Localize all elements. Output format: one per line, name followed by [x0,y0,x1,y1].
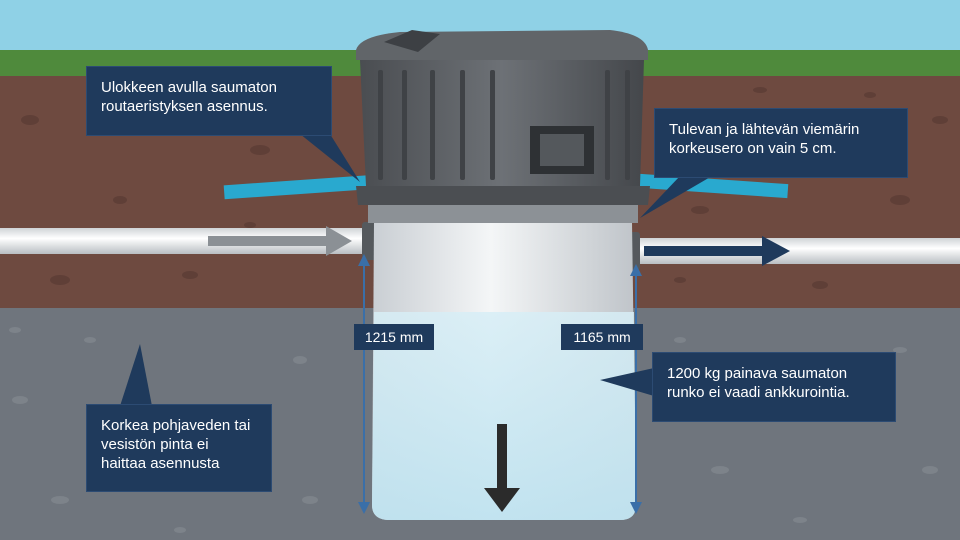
callout-weight: 1200 kg painava saumaton runko ei vaadi … [652,352,896,422]
callout-groundwater: Korkea pohjaveden tai vesistön pinta ei … [86,404,272,492]
tank-lid [356,30,650,205]
callout-pointer-sewer [640,176,712,218]
tank-upper-band [368,205,638,223]
outlet-depth-label: 1165 mm [561,324,643,350]
callout-pointer-groundwater [120,344,152,406]
callout-weight-text: 1200 kg painava saumaton runko ei vaadi … [667,365,850,401]
groundwater-texture [9,327,938,533]
tank-water [372,312,636,520]
callout-sewer-height-text: Tulevan ja lähtevän viemärin korkeusero … [669,121,860,157]
frost-insulation-right [619,172,789,199]
inlet-dimension-line [358,254,370,514]
callout-groundwater-text: Korkea pohjaveden tai vesistön pinta ei … [101,417,251,472]
inlet-depth-label: 1215 mm [354,324,434,350]
soil-texture [21,87,948,289]
flow-in-arrow-icon [208,226,352,256]
callout-pointer-weight [600,368,654,396]
callout-pointer-insulation [300,134,360,182]
callout-sewer-height: Tulevan ja lähtevän viemärin korkeusero … [654,108,908,178]
callout-insulation-text: Ulokkeen avulla saumaton routaeristyksen… [101,79,277,115]
frost-insulation-left [223,174,375,200]
flow-out-arrow-icon [644,236,790,266]
weight-down-arrow-icon [484,424,520,512]
callout-insulation: Ulokkeen avulla saumaton routaeristyksen… [86,66,332,136]
